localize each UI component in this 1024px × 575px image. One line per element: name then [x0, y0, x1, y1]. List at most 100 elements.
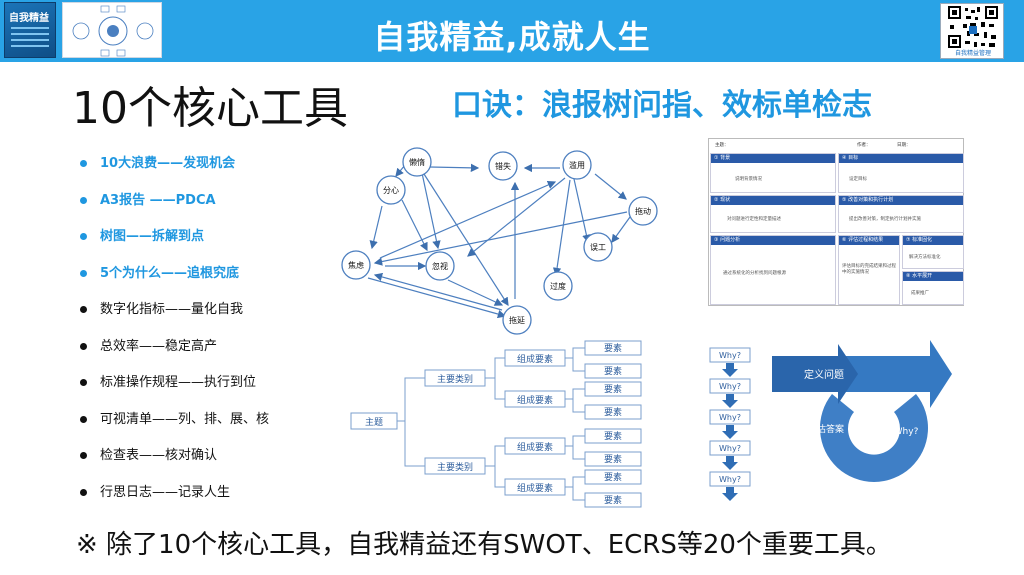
why-box — [709, 471, 751, 487]
tool-label: 树图——拆解到点 — [100, 229, 205, 244]
down-arrow-icon — [722, 456, 738, 470]
tree-element-box — [584, 469, 642, 485]
a3-report-form: 主题： 作者： 日期： ① 背景 说明背景情况 ④ 目标 设定目标 ② 现状 对… — [708, 138, 964, 306]
a3-section-title: ③ 问题分析 — [711, 236, 835, 245]
waste-edge — [467, 177, 566, 257]
waste-node-label: 拖延 — [509, 315, 525, 325]
waste-edge — [447, 279, 504, 306]
a3-section: ⑤ 改善对策和执行计划 提出改善对策，制定执行计划并实施 — [838, 195, 964, 233]
header-title: 自我精益,成就人生 — [373, 18, 651, 56]
down-arrow-icon — [722, 487, 738, 501]
waste-node — [502, 305, 532, 335]
tree-element-label: 要素 — [604, 365, 622, 377]
a3-section-text: 成果推广 — [911, 291, 929, 296]
tree-component-label: 组成要素 — [517, 394, 553, 406]
bullet-icon — [80, 269, 87, 277]
tree-element-box — [584, 428, 642, 444]
a3-section-text: 评估目标的完成结果和过程中的实施情况 — [842, 264, 896, 275]
down-arrow-icon — [722, 363, 738, 377]
waste-edge — [373, 272, 503, 311]
tool-label: 可视清单——列、排、展、核 — [100, 411, 270, 427]
tree-category-label: 主要类别 — [437, 373, 473, 385]
waste-node-label: 分心 — [383, 186, 399, 195]
tree-component-label: 组成要素 — [517, 482, 553, 494]
waste-edge — [594, 173, 627, 200]
a3-section: ⑥ 评估过程和结果 评估目标的完成结果和过程中的实施情况 — [838, 235, 900, 305]
a3-section-title: ① 背景 — [711, 154, 835, 163]
tool-label: 总效率——稳定高产 — [100, 338, 218, 354]
cycle-ring — [820, 394, 928, 482]
tool-list-item: 检查表——核对确认 — [80, 442, 340, 479]
tree-component-box — [504, 390, 566, 408]
cycle-why-label: Why? — [894, 427, 919, 437]
mnemonic-subtitle: 口诀：浪报树问指、效标单检志 — [452, 88, 872, 123]
waste-node — [628, 196, 658, 226]
tool-list-item: 10大浪费——发现机会 — [80, 150, 340, 187]
waste-node — [543, 271, 573, 301]
why-label: Why? — [719, 382, 741, 391]
tree-element-label: 要素 — [604, 406, 622, 418]
bullet-icon — [80, 196, 87, 204]
a3-section: ⑦ 标准固化 解决方法标准化 — [902, 235, 964, 269]
waste-edge — [367, 277, 507, 319]
bullet-icon — [80, 452, 87, 459]
a3-section-text: 设定目标 — [849, 177, 867, 182]
tree-element-box — [584, 363, 642, 379]
qr-caption: 自我精益管理 — [954, 50, 991, 57]
tree-element-box — [584, 451, 642, 467]
tool-list-item: 标准操作规程——执行到位 — [80, 369, 340, 406]
tree-component-box — [504, 478, 566, 496]
tool-label: 数字化指标——量化自我 — [100, 302, 244, 317]
a3-section-text: 提出改善对策，制定执行计划并实施 — [849, 217, 921, 222]
why-label: Why? — [719, 351, 741, 360]
tree-category-box — [424, 457, 486, 475]
book-cover-title: 自我精益 — [9, 13, 49, 24]
a3-section-title: ⑤ 改善对策和执行计划 — [839, 196, 963, 205]
waste-edge — [401, 199, 428, 252]
tree-root-box — [350, 412, 398, 430]
waste-node — [488, 151, 518, 181]
footer-note: ※ 除了10个核心工具，自我精益还有SWOT、ECRS等20个重要工具。 — [76, 530, 892, 560]
define-problem-label: 定义问题 — [804, 368, 844, 381]
waste-node-label: 滥用 — [569, 160, 585, 170]
bullet-icon — [80, 488, 87, 496]
tree-component-box — [504, 437, 566, 455]
waste-node-label: 拖动 — [635, 206, 651, 216]
bullet-icon — [80, 233, 87, 240]
waste-node-label: 焦虑 — [348, 260, 364, 270]
tree-element-label: 要素 — [604, 494, 622, 506]
a3-section: ② 现状 对问题进行定性和定量描述 — [710, 195, 836, 233]
tool-label: 检查表——核对确认 — [100, 448, 218, 463]
tree-element-label: 要素 — [604, 453, 622, 465]
a3-section-text: 对问题进行定性和定量描述 — [727, 217, 781, 222]
tree-root-label: 主题 — [365, 416, 383, 428]
bullet-icon — [80, 415, 87, 423]
waste-edge — [373, 211, 628, 266]
waste-node — [376, 175, 406, 205]
bullet-icon — [80, 160, 87, 167]
tool-list-item: 树图——拆解到点 — [80, 223, 340, 260]
bullet-icon — [80, 379, 87, 386]
a3-section: ① 背景 说明背景情况 — [710, 153, 836, 193]
tool-label: 10大浪费——发现机会 — [100, 156, 236, 171]
a3-section-text: 解决方法标准化 — [909, 255, 941, 260]
mini-diagram-thumbnail — [62, 2, 162, 58]
a3-section-title: ② 现状 — [711, 196, 835, 205]
waste-node-label: 错失 — [495, 161, 511, 171]
tree-element-box — [584, 340, 642, 356]
why-label: Why? — [719, 444, 741, 453]
bullet-icon — [80, 306, 87, 313]
tree-component-label: 组成要素 — [517, 353, 553, 365]
waste-edge — [421, 172, 441, 250]
waste-edge — [369, 205, 383, 250]
waste-edge — [423, 173, 509, 307]
down-arrow-icon — [722, 425, 738, 439]
waste-node — [425, 251, 455, 281]
tool-list-item: 5个为什么——追根究底 — [80, 260, 340, 297]
waste-edge — [552, 179, 571, 277]
tool-list-item: 数字化指标——量化自我 — [80, 296, 340, 333]
five-why-chain: Why? Why? Why? Why? Why? — [709, 347, 751, 501]
tree-component-box — [504, 349, 566, 367]
tree-diagram: 主题 主要类别 主要类别 组成要素 组成要素 组成要素 组成要素 要素 要素 要… — [350, 340, 642, 508]
